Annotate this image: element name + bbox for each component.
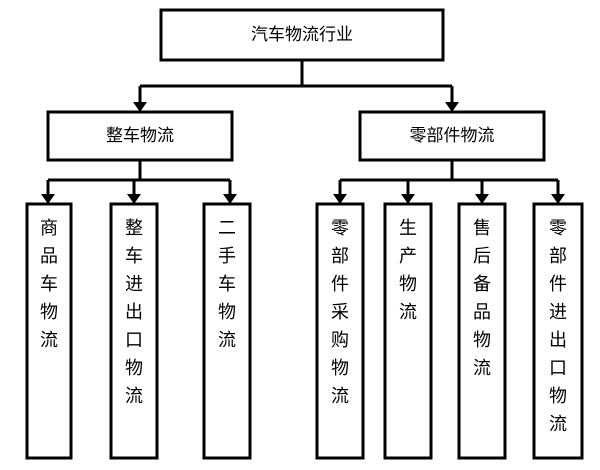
arrow-category-1	[133, 102, 147, 112]
arrow-leaf-3	[223, 194, 237, 204]
leaf-box-3	[202, 202, 252, 460]
arrow-leaf-5	[401, 194, 415, 204]
leaf-box-6	[457, 202, 507, 460]
category-box-1	[46, 110, 234, 162]
leaf-box-7	[532, 202, 584, 460]
leaf-label-3: 二手车物流	[218, 218, 236, 351]
leaf-box-2	[109, 202, 159, 460]
leaf-box-4	[315, 202, 365, 460]
root-box	[159, 8, 445, 62]
leaf-box-1	[25, 202, 73, 460]
leaf-node-1: 商品车物流	[25, 202, 73, 460]
leaf-node-3: 二手车物流	[202, 202, 252, 460]
arrow-leaf-7	[551, 194, 565, 204]
leaf-node-2: 整车进出口物流	[109, 202, 159, 460]
leaf-label-1: 商品车物流	[40, 218, 58, 351]
root-label: 汽车物流行业	[251, 25, 353, 45]
leaf-node-6: 售后备品物流	[457, 202, 507, 460]
leaf-label-2: 整车进出口物流	[125, 218, 143, 407]
leaf-label-5: 生产物流	[399, 218, 417, 323]
category-node-1: 整车物流	[46, 110, 234, 162]
category-node-2: 零部件物流	[358, 110, 546, 162]
arrow-leaf-4	[333, 194, 347, 204]
category-box-2	[358, 110, 546, 162]
leaf-label-4: 零部件采购物流	[331, 218, 349, 407]
arrow-leaf-6	[475, 194, 489, 204]
category-label-2: 零部件物流	[410, 126, 495, 146]
leaf-box-5	[383, 202, 433, 460]
connectors	[41, 60, 565, 204]
arrow-leaf-1	[41, 194, 55, 204]
category-label-1: 整车物流	[106, 126, 174, 146]
leaf-label-6: 售后备品物流	[473, 218, 491, 379]
leaf-node-5: 生产物流	[383, 202, 433, 460]
root-node: 汽车物流行业	[159, 8, 445, 62]
leaf-node-4: 零部件采购物流	[315, 202, 365, 460]
arrow-category-2	[445, 102, 459, 112]
arrow-leaf-2	[127, 194, 141, 204]
leaf-node-7: 零部件进出口物流	[532, 202, 584, 460]
leaf-label-7: 零部件进出口物流	[549, 218, 567, 435]
